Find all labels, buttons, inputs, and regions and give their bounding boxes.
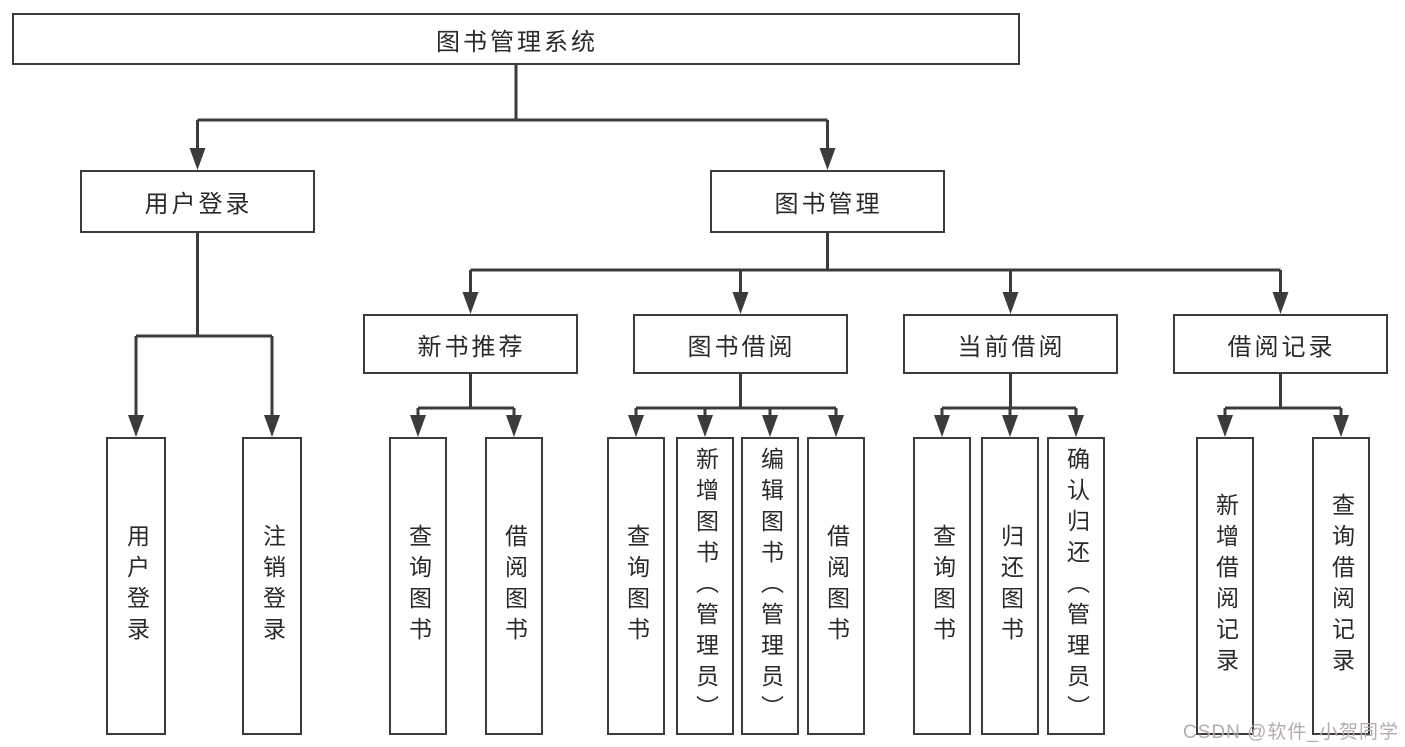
connector-strokes [134,65,1343,421]
node-label: 图书管理系统 [436,28,598,56]
node-label: 借阅图书 [823,524,850,648]
node-label: 新书推荐 [417,333,526,361]
node-user-login: 用户登录 [80,170,315,233]
leaf-logout: 注销登录 [242,437,302,735]
leaf-confirm-return-admin: 确认归还（管理员） [1047,437,1105,735]
leaf-edit-books-admin: 编辑图书（管理员） [741,437,799,735]
node-label: 确认归还（管理员） [1063,446,1090,726]
csdn-watermark: CSDN @软件_小贺同学 [1183,722,1399,743]
node-label: 归还图书 [997,524,1024,648]
node-label: 当前借阅 [957,333,1066,361]
leaf-query-books-borrow: 查询图书 [607,437,665,735]
leaf-query-books-recommend: 查询图书 [389,437,447,735]
leaf-query-books-current: 查询图书 [913,437,971,735]
leaf-add-borrow-record: 新增借阅记录 [1196,437,1254,735]
node-new-book-recommend: 新书推荐 [363,314,578,374]
leaf-user-login: 用户登录 [106,437,166,735]
node-current-borrow: 当前借阅 [903,314,1118,374]
node-label: 用户登录 [123,524,150,648]
node-label: 注销登录 [259,524,286,648]
node-label: 查询借阅记录 [1328,493,1355,679]
leaf-return-books: 归还图书 [981,437,1039,735]
node-book-management: 图书管理 [710,170,945,233]
node-label: 借阅图书 [501,524,528,648]
node-label: 用户登录 [144,191,253,218]
node-label: 查询图书 [623,524,650,648]
node-label: 新增借阅记录 [1212,493,1239,679]
node-label: 新增图书（管理员） [692,446,719,726]
node-book-borrow: 图书借阅 [633,314,848,374]
node-label: 编辑图书（管理员） [757,446,784,726]
leaf-add-books-admin: 新增图书（管理员） [676,437,734,735]
node-label: 查询图书 [929,524,956,648]
node-borrow-records: 借阅记录 [1173,314,1388,374]
node-label: 图书借阅 [687,333,796,361]
leaf-query-borrow-record: 查询借阅记录 [1312,437,1370,735]
leaf-borrow-books: 借阅图书 [807,437,865,735]
node-label: 借阅记录 [1227,333,1336,361]
node-root-system: 图书管理系统 [12,13,1020,65]
node-label: 图书管理 [774,191,883,218]
arrowheads [128,148,1349,437]
node-label: 查询图书 [405,524,432,648]
leaf-borrow-books-recommend: 借阅图书 [485,437,543,735]
